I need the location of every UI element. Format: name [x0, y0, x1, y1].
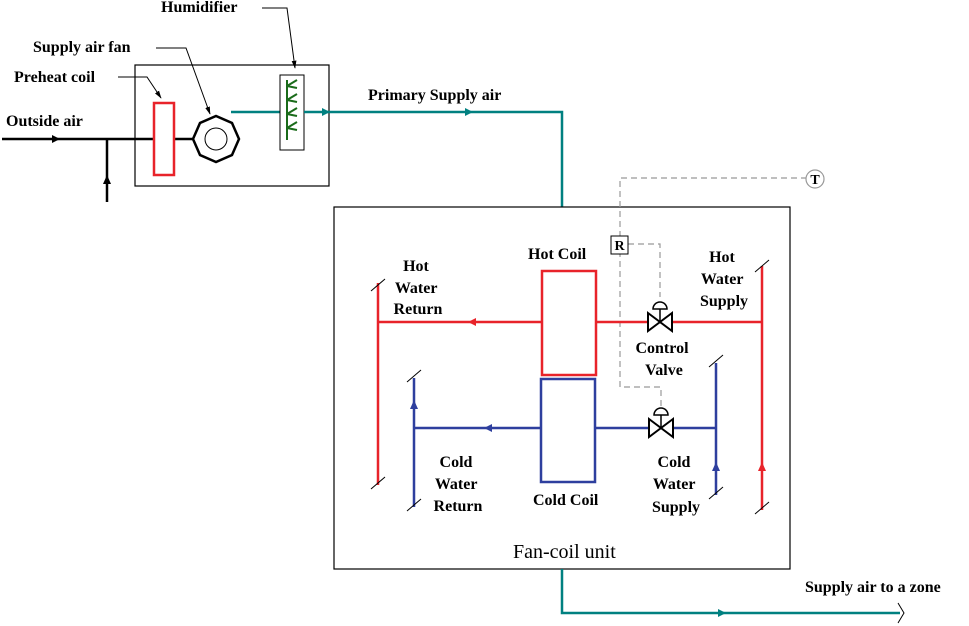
- outside-air-arrow: [52, 135, 60, 143]
- cold-water-return-label: Cold Water Return: [434, 454, 483, 515]
- thermostat-signal-line: [619, 177, 807, 407]
- zone-air-arrow: [718, 609, 726, 617]
- primary-supply-air-label: Primary Supply air: [368, 87, 501, 104]
- air-handler-box: [134, 64, 330, 187]
- preheat-leader: [118, 76, 162, 99]
- humidifier-nozzles: [286, 79, 298, 140]
- hot-coil-label: Hot Coil: [528, 246, 587, 263]
- cold-flow-arrow: [484, 424, 492, 432]
- outside-air-label: Outside air: [6, 113, 83, 130]
- hot-water-return-label: Hot Water Return: [394, 258, 443, 318]
- primary-supply-air-duct: [304, 110, 564, 207]
- supply-fan-leader: [156, 47, 211, 115]
- preheat-coil-label: Preheat coil: [14, 69, 96, 86]
- humidifier-label: Humidifier: [161, 0, 237, 16]
- zone-supply-air-duct: [560, 569, 900, 615]
- cold-control-valve: [648, 407, 674, 439]
- supply-air-fan: [191, 114, 241, 164]
- hot-return-arrow: [468, 318, 476, 326]
- preheat-coil: [152, 101, 176, 177]
- relay-icon: [610, 235, 629, 255]
- branch-arrow: [103, 175, 111, 184]
- relay-signal-line: [628, 243, 661, 297]
- fan-hub: [204, 127, 228, 151]
- relay-tag: R: [614, 239, 625, 254]
- hot-water-supply-label: Hot Water Supply: [700, 249, 748, 310]
- hot-supply-arrow: [758, 462, 766, 471]
- hot-control-valve: [647, 301, 673, 333]
- cold-return-arrow: [410, 400, 418, 409]
- thermostat-icon: [805, 169, 825, 189]
- fan-coil-unit-label: Fan-coil unit: [513, 541, 616, 563]
- hot-coil: [540, 269, 598, 377]
- cold-coil: [539, 377, 597, 484]
- humidifier-leader: [262, 7, 297, 69]
- zone-duct-break: [897, 602, 905, 624]
- control-valve-label: Control Valve: [635, 340, 692, 379]
- cold-supply-arrow: [712, 462, 720, 471]
- hot-pipe-breaks: [370, 259, 770, 515]
- supply-air-to-zone-label: Supply air to a zone: [805, 579, 941, 596]
- cold-coil-label: Cold Coil: [533, 492, 599, 509]
- primary-air-arrow-1: [322, 108, 330, 116]
- cold-water-supply-label: Cold Water Supply: [652, 454, 700, 516]
- supply-air-fan-label: Supply air fan: [33, 39, 131, 56]
- cold-pipe-breaks: [406, 354, 724, 512]
- thermostat-tag: T: [810, 173, 820, 188]
- primary-air-arrow-2: [465, 108, 473, 116]
